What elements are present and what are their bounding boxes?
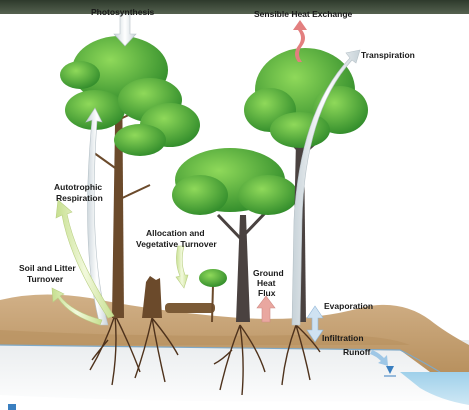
top-band (0, 0, 469, 14)
label-ground-heat-1: Ground (253, 268, 284, 278)
allocation-arrow (176, 246, 188, 288)
label-autotrophic-2: Respiration (56, 193, 103, 203)
label-ground-heat-2: Heat (257, 278, 276, 288)
label-allocation-2: Vegetative Turnover (136, 239, 217, 249)
label-allocation-1: Allocation and (146, 228, 205, 238)
tree-stump (142, 276, 162, 318)
label-sensible-heat: Sensible Heat Exchange (254, 9, 353, 19)
label-photosynthesis: Photosynthesis (91, 7, 155, 17)
sapling (199, 269, 227, 322)
label-runoff: Runoff (343, 347, 371, 357)
ground-heat-arrow (257, 296, 275, 322)
label-soil-litter-2: Turnover (27, 274, 64, 284)
label-transpiration: Transpiration (361, 50, 415, 60)
label-ground-heat-3: Flux (258, 288, 276, 298)
label-evaporation: Evaporation (324, 301, 373, 311)
fallen-log (165, 303, 215, 313)
label-soil-litter-1: Soil and Litter (19, 263, 76, 273)
corner-marker (8, 404, 16, 410)
label-infiltration: Infiltration (322, 333, 364, 343)
label-autotrophic-1: Autotrophic (54, 182, 102, 192)
